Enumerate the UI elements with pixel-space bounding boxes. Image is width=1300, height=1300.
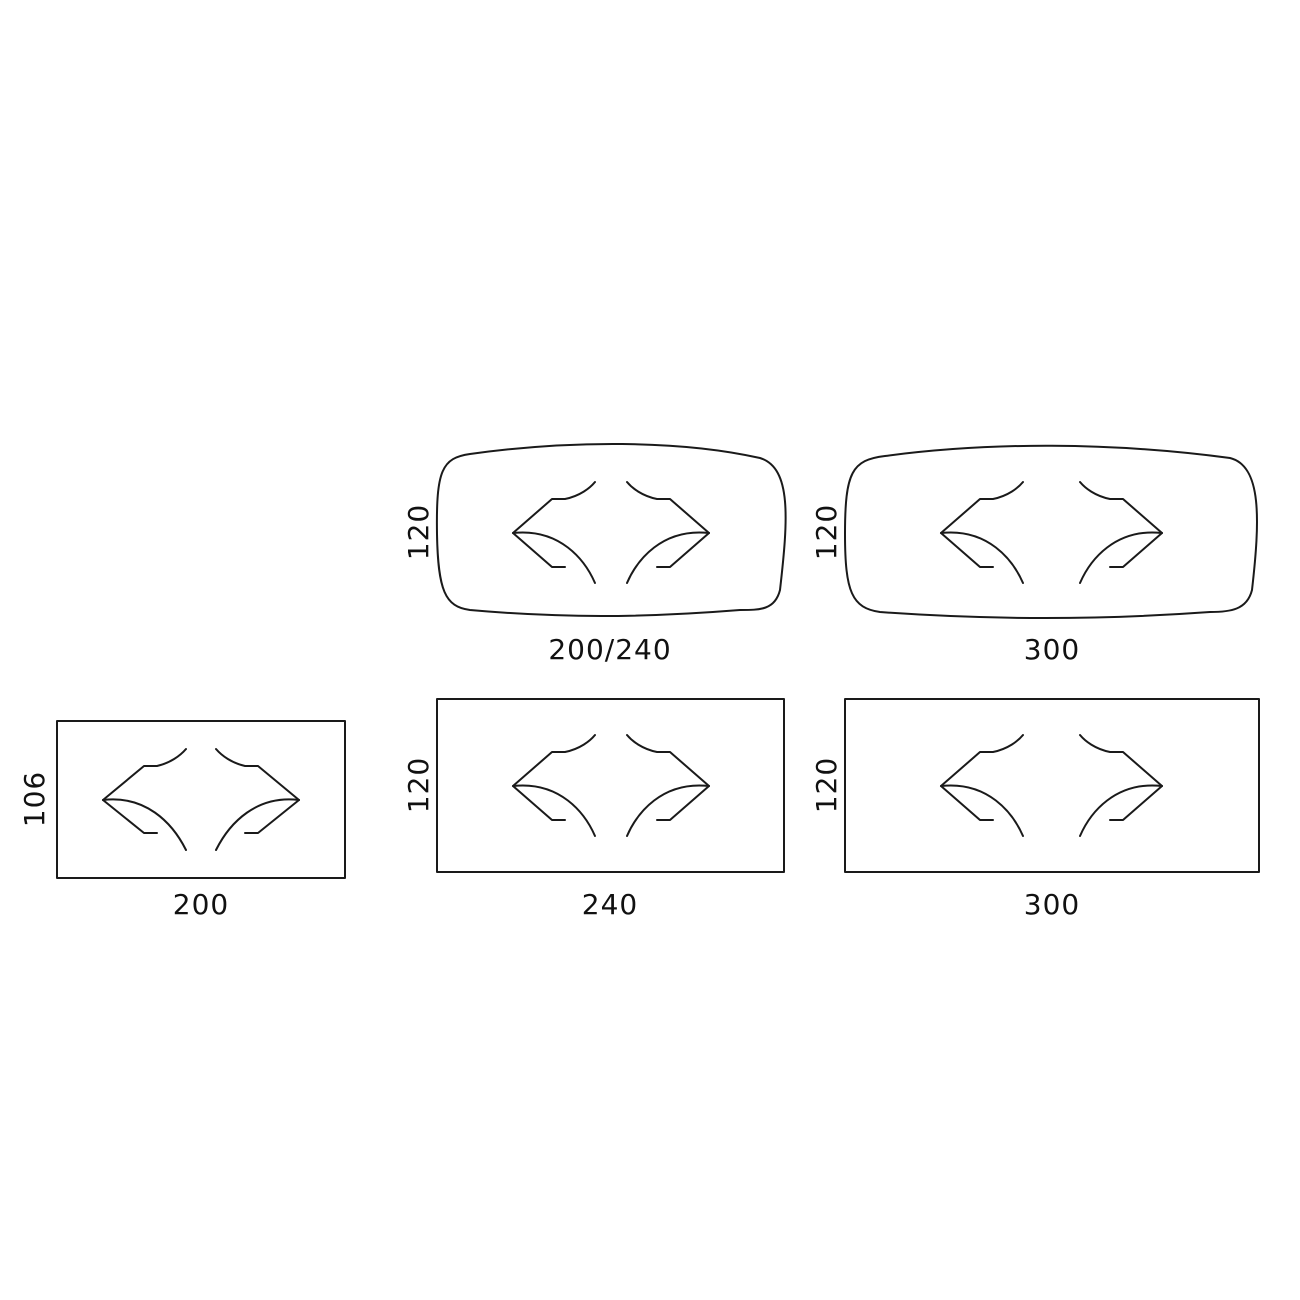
- leg-base-left: [102, 748, 187, 851]
- width-label: 300: [1024, 888, 1080, 921]
- leg-base-left: [512, 481, 596, 584]
- width-label: 200: [173, 888, 229, 921]
- table-oval-200-240: 120 200/240: [402, 442, 787, 666]
- table-top-outline: [56, 720, 346, 879]
- table-rect-200: 106 200: [18, 720, 346, 921]
- leg-base-left: [940, 481, 1024, 584]
- depth-label: 120: [810, 504, 843, 560]
- table-top-outline: [844, 698, 1260, 873]
- leg-base-right: [215, 748, 300, 851]
- table-top-outline: [436, 698, 785, 873]
- depth-label: 120: [402, 757, 435, 813]
- depth-label: 120: [402, 504, 435, 560]
- table-top-outline: [844, 444, 1258, 619]
- leg-base-right: [626, 734, 710, 837]
- table-rect-300: 120 300: [810, 698, 1260, 921]
- table-oval-300: 120 300: [810, 444, 1258, 666]
- depth-label: 120: [810, 757, 843, 813]
- leg-base-left: [940, 734, 1024, 837]
- table-rect-240: 120 240: [402, 698, 785, 921]
- leg-base-right: [1079, 481, 1163, 584]
- width-label: 200/240: [548, 633, 671, 666]
- leg-base-left: [512, 734, 596, 837]
- table-top-outline: [435, 442, 787, 617]
- leg-base-right: [626, 481, 710, 584]
- width-label: 240: [582, 888, 638, 921]
- depth-label: 106: [18, 771, 51, 827]
- width-label: 300: [1024, 633, 1080, 666]
- leg-base-right: [1079, 734, 1163, 837]
